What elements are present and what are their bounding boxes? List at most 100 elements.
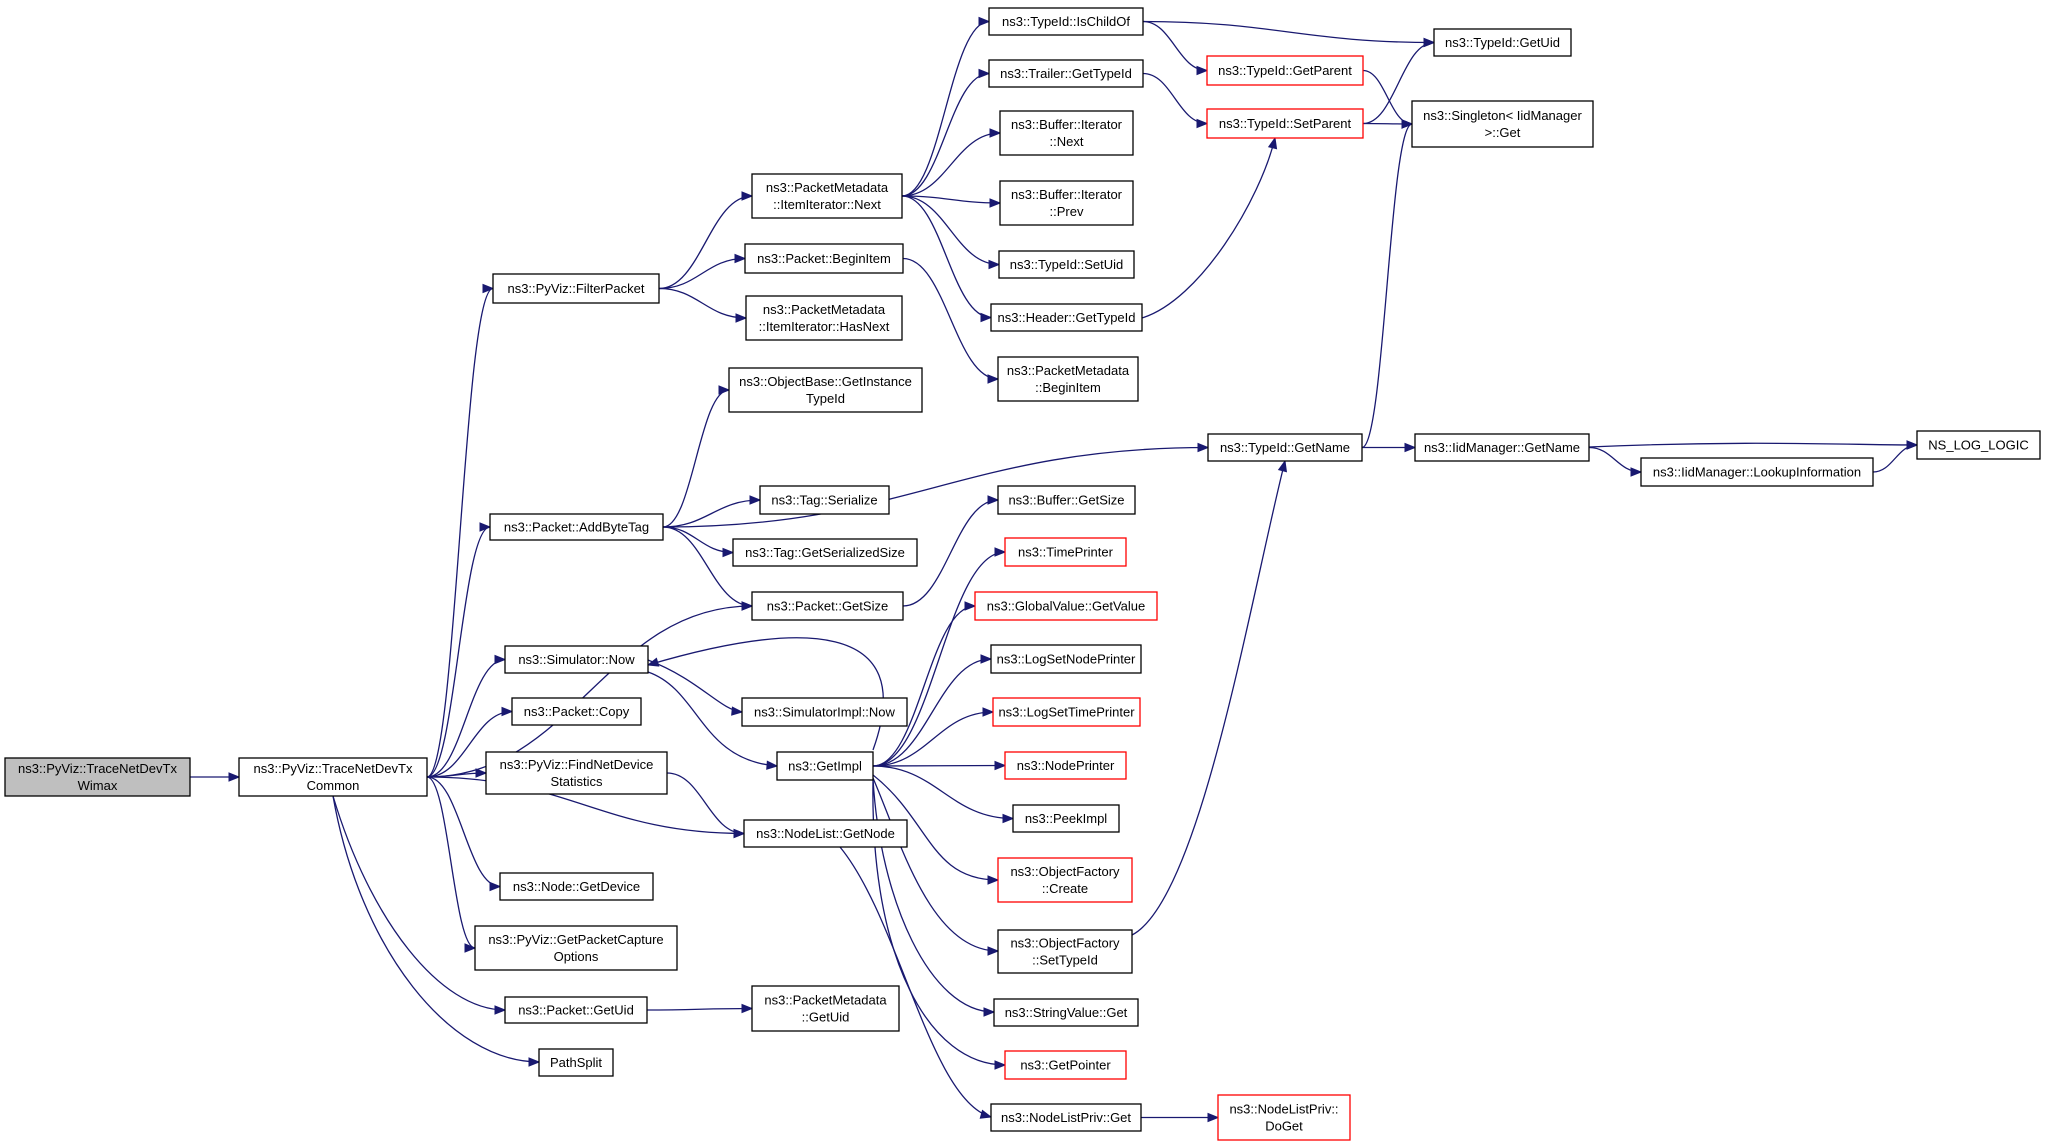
node-stringvalueget[interactable]: ns3::StringValue::Get	[993, 998, 1139, 1027]
node-label: ns3::Packet::GetSize	[767, 599, 888, 614]
edge-tndc-to-packetcopy	[426, 710, 513, 778]
node-peekimpl[interactable]: ns3::PeekImpl	[1012, 804, 1120, 833]
edge-findnetdev-to-nodelistgetnode	[666, 772, 745, 835]
node-label: ns3::LogSetNodePrinter	[997, 652, 1136, 667]
node-nodeprinter[interactable]: ns3::NodePrinter	[1004, 751, 1127, 780]
node-bufgetsize[interactable]: ns3::Buffer::GetSize	[997, 485, 1136, 515]
node-logsetnodeprinter[interactable]: ns3::LogSetNodePrinter	[990, 644, 1142, 674]
edge-addbytetag-to-pktgetsize	[662, 526, 753, 607]
node-label: ns3::NodeList::GetNode	[756, 826, 895, 841]
node-pmgetuid[interactable]: ns3::PacketMetadata::GetUid	[751, 985, 900, 1032]
arrowhead	[1196, 118, 1209, 129]
node-nsloglogic[interactable]: NS_LOG_LOGIC	[1916, 430, 2041, 460]
node-pktbeginitem[interactable]: ns3::Packet::BeginItem	[744, 243, 904, 274]
node-objfactcreate[interactable]: ns3::ObjectFactory::Create	[997, 857, 1133, 903]
edge-pmiternext-to-typeidischildof	[901, 20, 990, 197]
edge-getimpl-to-simnow	[647, 637, 884, 751]
edge-getimpl-to-logsetnodeprinter	[872, 658, 992, 767]
edge-typeidischildof-to-typeidgetparent	[1142, 20, 1208, 72]
node-simimplnow[interactable]: ns3::SimulatorImpl::Now	[741, 697, 908, 727]
edge-getimpl-to-objfactcreate	[872, 774, 999, 881]
node-label: ns3::Buffer::Iterator	[1011, 187, 1123, 202]
node-label: ns3::NodeListPriv::	[1229, 1102, 1338, 1117]
arrowhead	[983, 1007, 996, 1017]
node-nodelistprivdoget[interactable]: ns3::NodeListPriv::DoGet	[1217, 1094, 1351, 1141]
arrowhead	[464, 943, 477, 953]
node-getpointer[interactable]: ns3::GetPointer	[1004, 1050, 1127, 1080]
node-label: >::Get	[1485, 125, 1521, 140]
node-packetcopy[interactable]: ns3::Packet::Copy	[511, 697, 642, 726]
node-iidmgetname[interactable]: ns3::IidManager::GetName	[1414, 433, 1590, 462]
node-typeidischildof[interactable]: ns3::TypeId::IsChildOf	[988, 7, 1144, 36]
edge-tndc-to-pktgetuid	[332, 795, 506, 1011]
node-box	[745, 295, 903, 341]
node-nodelistprivget[interactable]: ns3::NodeListPriv::Get	[990, 1103, 1142, 1132]
edge-typeidgetname-to-singletonget	[1361, 123, 1413, 449]
node-bufiternext[interactable]: ns3::Buffer::Iterator::Next	[999, 110, 1134, 156]
arrowhead	[733, 828, 746, 839]
node-nodegetdevice[interactable]: ns3::Node::GetDevice	[499, 872, 654, 901]
node-typeidsetuid[interactable]: ns3::TypeId::SetUid	[998, 250, 1135, 279]
node-trailergettypeid[interactable]: ns3::Trailer::GetTypeId	[988, 59, 1144, 88]
node-label: ns3::PacketMetadata	[764, 993, 887, 1008]
edge-pmiternext-to-trailergettypeid	[901, 72, 990, 197]
node-label: ::GetUid	[802, 1010, 850, 1025]
edge-typeidischildof-to-typeidgetuid	[1142, 20, 1435, 44]
node-pmiterhasnext[interactable]: ns3::PacketMetadata::ItemIterator::HasNe…	[745, 295, 903, 341]
node-pathsplit[interactable]: PathSplit	[538, 1048, 614, 1077]
node-logsettimeprinter[interactable]: ns3::LogSetTimePrinter	[992, 697, 1141, 727]
node-typeidgetuid[interactable]: ns3::TypeId::GetUid	[1433, 28, 1572, 57]
node-box	[751, 591, 904, 621]
node-pktgetuid[interactable]: ns3::Packet::GetUid	[504, 996, 648, 1024]
node-box	[1411, 100, 1594, 148]
node-headergettypeid[interactable]: ns3::Header::GetTypeId	[990, 303, 1143, 332]
node-typeidgetparent[interactable]: ns3::TypeId::GetParent	[1206, 55, 1364, 86]
edge-simnow-to-simimplnow	[647, 659, 743, 713]
node-globalvalueget[interactable]: ns3::GlobalValue::GetValue	[974, 591, 1158, 621]
node-label: ns3::TypeId::GetParent	[1218, 63, 1352, 78]
node-label: ::ItemIterator::HasNext	[759, 319, 890, 334]
node-box	[4, 757, 191, 797]
arrowhead	[494, 1005, 507, 1015]
node-getimpl[interactable]: ns3::GetImpl	[776, 751, 874, 781]
arrowhead	[494, 654, 507, 665]
edge-addbytetag-to-typeidgetname	[662, 446, 1209, 528]
node-objfactsettypeid[interactable]: ns3::ObjectFactory::SetTypeId	[997, 929, 1133, 974]
edge-tndc-to-pktgetsize	[426, 605, 753, 778]
arrowhead	[749, 495, 762, 505]
arrowhead	[228, 772, 241, 782]
node-box	[741, 697, 908, 727]
node-pktgetsize[interactable]: ns3::Packet::GetSize	[751, 591, 904, 621]
node-label: ns3::PyViz::GetPacketCapture	[488, 932, 663, 947]
edge-pktgetuid-to-pmgetuid	[646, 1007, 753, 1011]
node-taggetsersize[interactable]: ns3::Tag::GetSerializedSize	[732, 538, 918, 567]
node-label: ns3::PacketMetadata	[1007, 363, 1130, 378]
node-label: ::Create	[1042, 881, 1088, 896]
node-box	[728, 367, 923, 413]
node-simnow[interactable]: ns3::Simulator::Now	[504, 645, 649, 674]
node-label: ns3::Header::GetTypeId	[997, 310, 1135, 325]
node-typeidsetparent[interactable]: ns3::TypeId::SetParent	[1206, 108, 1364, 139]
arrowhead	[475, 768, 488, 778]
node-singletonget[interactable]: ns3::Singleton< IidManager>::Get	[1411, 100, 1594, 148]
node-pmiternext[interactable]: ns3::PacketMetadata::ItemIterator::Next	[751, 173, 903, 219]
node-iidmlookup[interactable]: ns3::IidManager::LookupInformation	[1640, 457, 1874, 487]
node-addbytetag[interactable]: ns3::Packet::AddByteTag	[489, 513, 664, 541]
node-tagserialize[interactable]: ns3::Tag::Serialize	[759, 485, 890, 515]
node-filterpacket[interactable]: ns3::PyViz::FilterPacket	[492, 273, 660, 304]
node-timeprinter[interactable]: ns3::TimePrinter	[1004, 537, 1127, 567]
node-label: PathSplit	[550, 1055, 602, 1070]
node-box	[759, 485, 890, 515]
node-nodelistgetnode[interactable]: ns3::NodeList::GetNode	[743, 819, 908, 848]
arrowhead	[980, 654, 993, 664]
edge-getimpl-to-stringvalueget	[872, 778, 995, 1013]
node-pmbeginitem[interactable]: ns3::PacketMetadata::BeginItem	[997, 356, 1139, 402]
node-typeidgetname[interactable]: ns3::TypeId::GetName	[1207, 433, 1363, 462]
node-box	[538, 1048, 614, 1077]
node-bufiterprev[interactable]: ns3::Buffer::Iterator::Prev	[999, 180, 1134, 226]
